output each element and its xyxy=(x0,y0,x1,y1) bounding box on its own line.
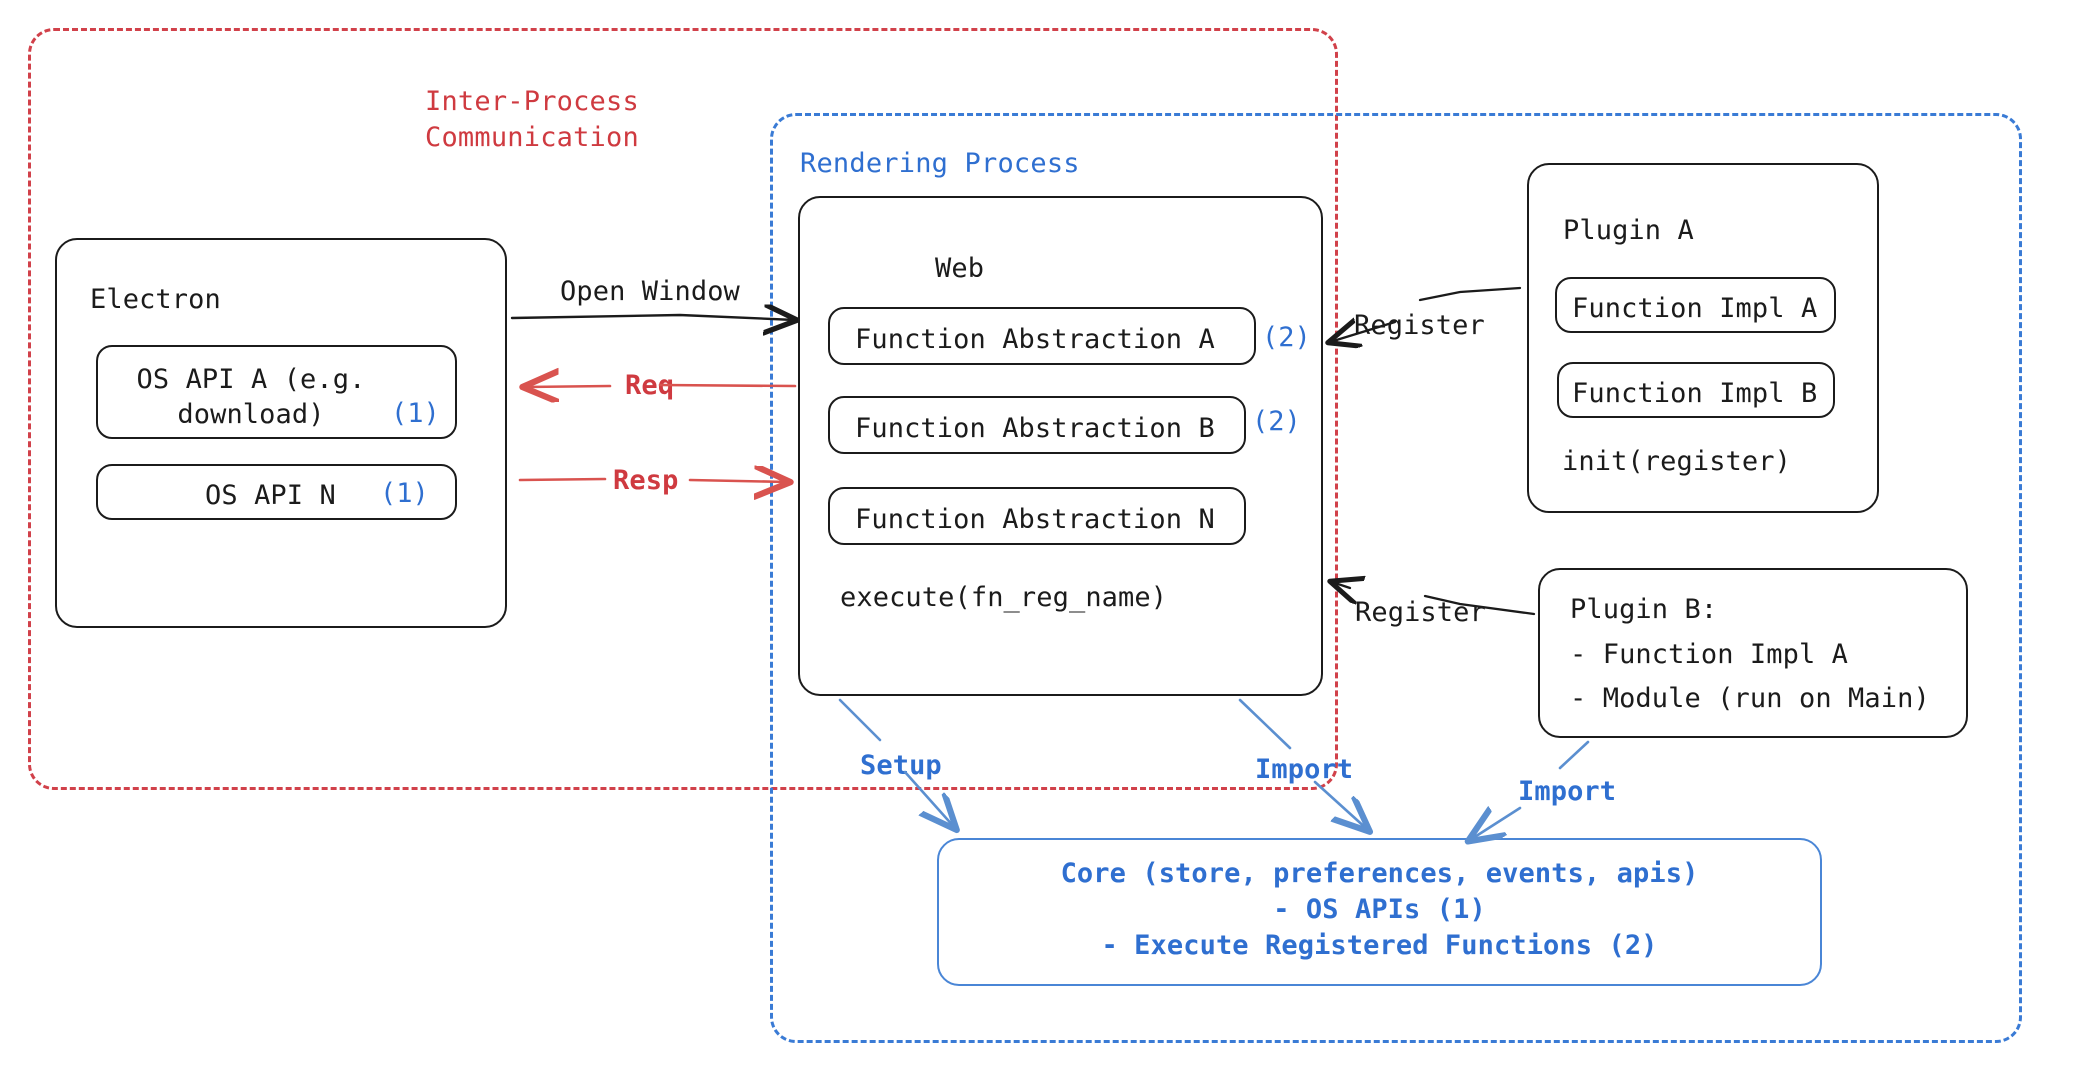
function-abstraction-b-box[interactable] xyxy=(828,396,1246,454)
web-title: Web xyxy=(935,253,985,284)
edge-label-register-plugin-b: Register xyxy=(1355,597,1486,628)
function-abstraction-n-label: Function Abstraction N xyxy=(855,504,1215,535)
electron-title: Electron xyxy=(90,284,221,315)
core-line-3: - Execute Registered Functions (2) xyxy=(1101,930,1658,961)
plugin-b-line-2: - Function Impl A xyxy=(1570,639,1849,670)
plugin-a-title: Plugin A xyxy=(1563,215,1694,246)
plugin-b-line-1: Plugin B: xyxy=(1570,594,1718,625)
os-api-a-box[interactable] xyxy=(96,345,457,439)
core-box[interactable] xyxy=(937,838,1822,986)
function-impl-a-box[interactable] xyxy=(1555,277,1836,333)
function-impl-b-label: Function Impl B xyxy=(1572,378,1818,409)
function-abstraction-b-marker: (2) xyxy=(1252,406,1301,437)
edge-label-import-plugin-b: Import xyxy=(1518,776,1617,807)
edge-label-open-window: Open Window xyxy=(560,276,740,307)
os-api-n-marker: (1) xyxy=(380,478,429,509)
function-abstraction-b-label: Function Abstraction B xyxy=(855,413,1215,444)
function-abstraction-n-box[interactable] xyxy=(828,487,1246,545)
function-impl-a-label: Function Impl A xyxy=(1572,293,1818,324)
edge-label-req: Req xyxy=(625,370,675,401)
group-label-rendering-process: Rendering Process xyxy=(800,148,1080,179)
os-api-n-label: OS API N xyxy=(205,480,336,511)
edge-label-register-plugin-a: Register xyxy=(1354,310,1485,341)
os-api-a-marker: (1) xyxy=(391,398,440,429)
plugin-a-init-label: init(register) xyxy=(1562,446,1791,477)
function-abstraction-a-box[interactable] xyxy=(828,307,1256,365)
web-execute-label: execute(fn_reg_name) xyxy=(840,582,1168,613)
plugin-a-box[interactable] xyxy=(1527,163,1879,513)
function-abstraction-a-marker: (2) xyxy=(1262,322,1311,353)
os-api-a-label: OS API A (e.g. download) xyxy=(136,364,366,431)
plugin-b-line-3: - Module (run on Main) xyxy=(1570,683,1930,714)
edge-label-import-web: Import xyxy=(1255,754,1354,785)
group-rendering-process xyxy=(770,113,2022,1043)
os-api-n-box[interactable] xyxy=(96,464,457,520)
edge-label-resp: Resp xyxy=(613,465,679,496)
function-abstraction-a-label: Function Abstraction A xyxy=(855,324,1215,355)
edge-label-setup: Setup xyxy=(860,750,942,781)
group-label-ipc: Inter-Process Communication xyxy=(425,86,639,153)
plugin-b-box[interactable] xyxy=(1538,568,1968,738)
group-inter-process-communication xyxy=(28,28,1338,790)
core-line-2: - OS APIs (1) xyxy=(1273,894,1486,925)
function-impl-b-box[interactable] xyxy=(1557,362,1835,418)
core-line-1: Core (store, preferences, events, apis) xyxy=(1060,858,1699,889)
